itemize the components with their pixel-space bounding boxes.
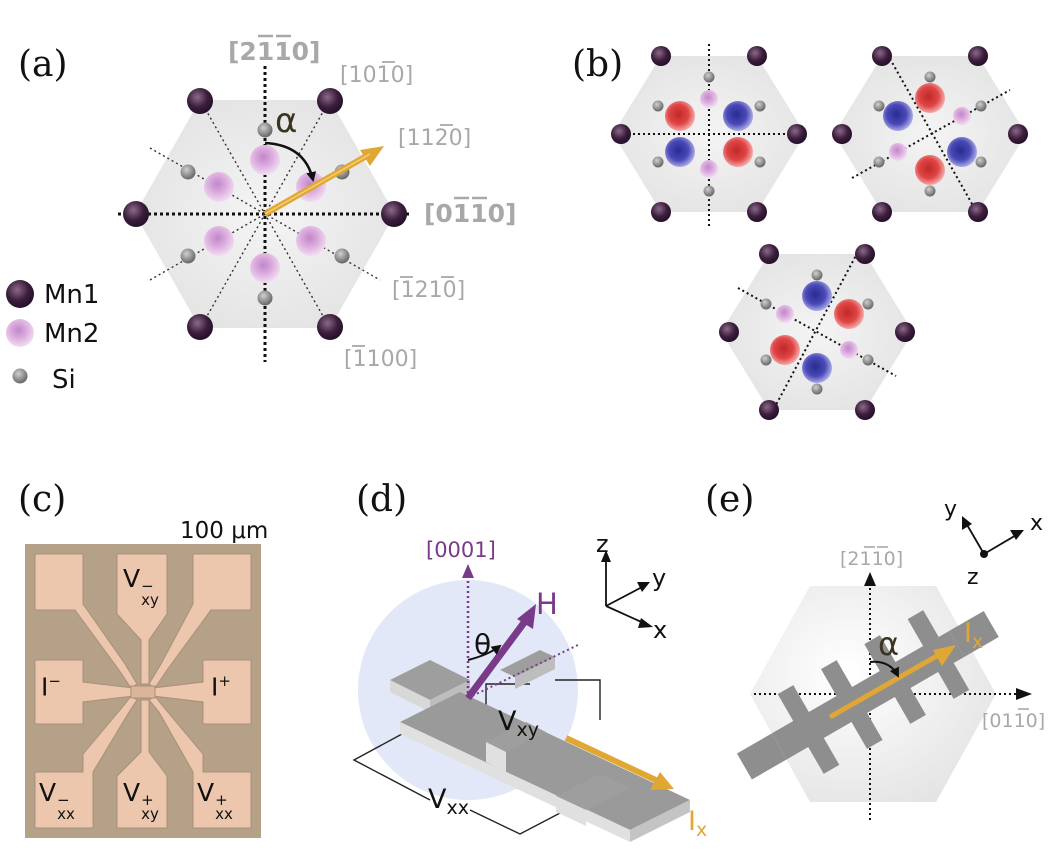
- label-axis-z-e: z: [967, 565, 979, 590]
- device-bar-top: [400, 692, 690, 830]
- label-vxx-d: Vxx: [428, 784, 469, 819]
- label-dir-1210: [1210]: [392, 278, 465, 303]
- label-axis-x-d: x: [653, 616, 667, 644]
- field-arrow-h: [465, 617, 529, 701]
- mn2-atoms-a: [204, 145, 326, 283]
- label-axis-y-e: y: [944, 497, 957, 522]
- label-alpha-e: α: [878, 625, 899, 663]
- pad-i-minus: I−: [41, 672, 61, 702]
- panel-label-b: (b): [572, 44, 624, 85]
- panel-a-lattice: [118, 66, 412, 362]
- wire-vxx: [352, 733, 431, 801]
- panel-label-e: (e): [705, 479, 755, 520]
- current-arrow-e: [828, 650, 944, 720]
- legend-mn2-swatch: [6, 319, 34, 347]
- panel-b-structure-3: [719, 244, 915, 420]
- pad-vxy-plus: V+xy: [123, 778, 159, 823]
- mn1-atoms-a: [123, 88, 407, 340]
- label-dir-0110-a: [0110]: [424, 199, 516, 228]
- panel-label-c: (c): [18, 479, 67, 520]
- panel-label-d: (d): [356, 479, 408, 520]
- label-axis-y-d: y: [652, 564, 666, 592]
- label-dir-2110-a: [2110]: [228, 37, 320, 66]
- label-field-h: H: [536, 587, 558, 621]
- panel-e-diagram: [736, 516, 1032, 820]
- theta-arc: [467, 644, 502, 661]
- label-ix-d: Ix: [688, 806, 707, 841]
- label-dir-0110-e: [0110]: [982, 710, 1045, 732]
- panel-b-structure-2: [832, 46, 1028, 222]
- label-alpha-a: α: [275, 101, 297, 141]
- axes-triad-e: [965, 522, 1019, 555]
- alpha-arc-a: [264, 141, 317, 182]
- panel-label-a: (a): [18, 44, 68, 85]
- pad-vxx-minus: V−xx: [39, 778, 75, 823]
- label-dir-1100: [1100]: [344, 347, 417, 372]
- device-micrograph: V−xy I− I+ V−xx V+xy V+xx: [25, 544, 261, 838]
- label-vxy-d: Vxy: [498, 706, 539, 741]
- panel-d-device: [352, 550, 690, 842]
- legend: Mn1 Mn2 Si: [6, 280, 99, 395]
- label-dir-2110-e: [2110]: [840, 548, 903, 570]
- label-dir-0001: [0001]: [426, 538, 496, 562]
- label-dir-1010: [1010]: [340, 63, 413, 88]
- alpha-arc-e: [869, 660, 899, 678]
- legend-mn1-swatch: [6, 280, 34, 308]
- current-arrow-d: [564, 735, 662, 785]
- panel-b-structure-1: [611, 44, 807, 228]
- pad-vxy-minus: V−xy: [123, 564, 159, 609]
- label-ix-e: Ix: [964, 618, 983, 653]
- label-dir-1120: [1120]: [398, 126, 471, 151]
- pad-i-plus: I+: [211, 672, 231, 702]
- pad-vxx-plus: V+xx: [197, 778, 233, 823]
- scale-bar-label: 100 μm: [180, 518, 269, 544]
- label-theta: θ: [474, 628, 491, 661]
- label-axis-x-e: x: [1030, 511, 1043, 536]
- label-axis-z-d: z: [596, 530, 609, 558]
- legend-mn2-label: Mn2: [44, 319, 99, 349]
- legend-si-swatch: [12, 368, 28, 384]
- legend-si-label: Si: [52, 365, 76, 395]
- wire-vxy-right: [555, 679, 601, 720]
- legend-mn1-label: Mn1: [44, 280, 99, 310]
